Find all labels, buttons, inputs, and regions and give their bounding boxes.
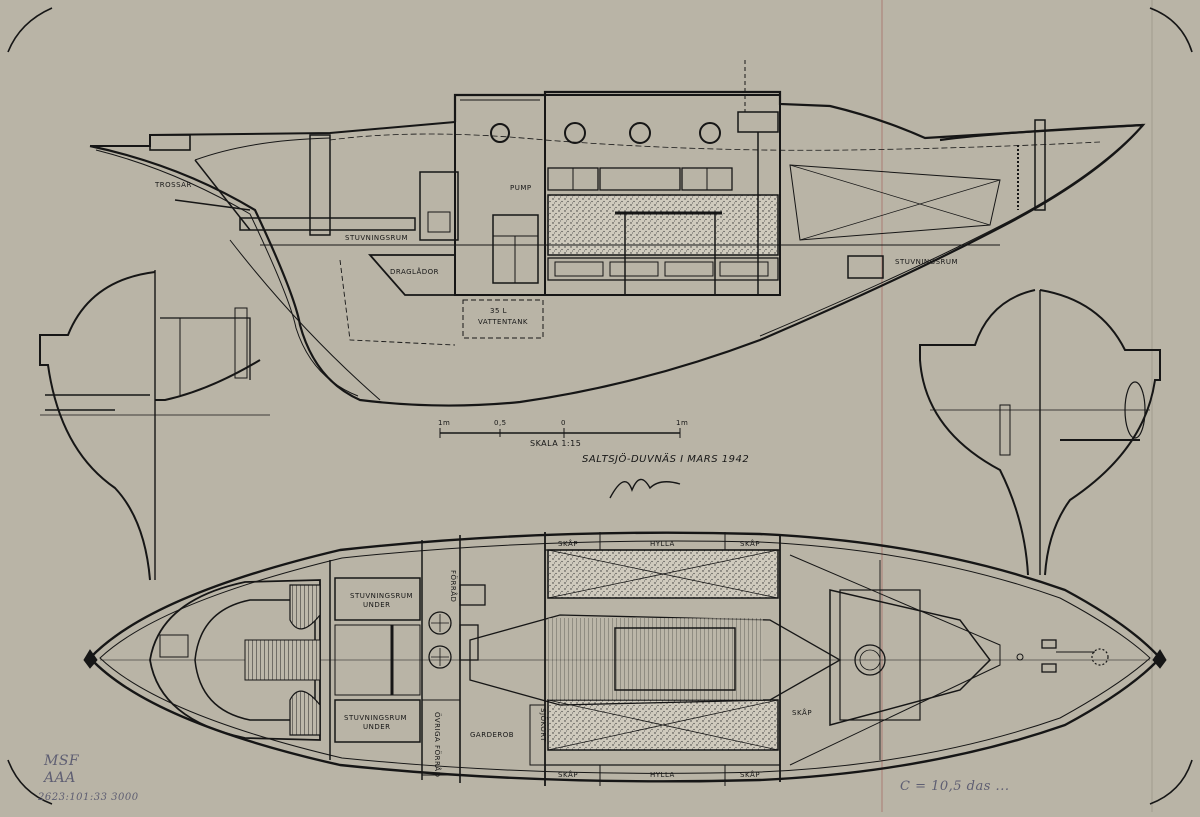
- corner-ornaments: [7, 7, 1193, 805]
- label-tank-volume: 35 L: [490, 307, 507, 315]
- label-stuvningsrum-under-bottom: STUVNINGSRUM: [344, 714, 407, 722]
- label-skap-top-left: SKÅP: [558, 539, 578, 548]
- label-skap-top-right: SKÅP: [740, 539, 760, 548]
- label-draglador: DRAGLÅDOR: [390, 267, 439, 276]
- scale-label-start: 1m: [438, 419, 450, 427]
- saloon-table-plan: [614, 627, 736, 691]
- label-skap-bottom-left: SKÅP: [558, 770, 578, 779]
- label-stuvningsrum-profile-1: STUVNINGSRUM: [345, 234, 408, 242]
- place-date: SALTSJÖ-DUVNÄS I MARS 1942: [582, 452, 749, 465]
- label-stuvningsrum-under-top: STUVNINGSRUM: [350, 592, 413, 600]
- porthole-profile-2: [564, 122, 586, 144]
- scale-label-end: 1m: [676, 419, 688, 427]
- porthole-profile-3: [629, 122, 651, 144]
- water-tank: [462, 299, 544, 339]
- scale-bar: [439, 428, 681, 438]
- label-vattentank: VATTENTANK: [478, 318, 528, 326]
- label-pump: PUMP: [510, 184, 532, 192]
- label-sjokort: SJÖKORT: [539, 708, 548, 742]
- signature-mark: [609, 478, 681, 499]
- hull-profile: [89, 123, 1146, 407]
- cockpit-bench-top: [289, 584, 321, 630]
- scale-label-zero: 0: [561, 419, 566, 427]
- label-under-top: UNDER: [363, 601, 391, 609]
- label-skap-fore: SKÅP: [792, 708, 812, 717]
- settee-profile: [547, 194, 779, 256]
- archive-stamp: MSF AAA 2623:101:33 3000: [37, 753, 139, 803]
- section-aft: [39, 270, 270, 581]
- pencil-note: C = 10,5 das ...: [900, 779, 1009, 794]
- label-skap-bottom-right: SKÅP: [740, 770, 760, 779]
- plan-view: [83, 531, 1167, 786]
- stamp-line2: AAA: [42, 770, 76, 786]
- porthole-profile-1: [490, 123, 510, 143]
- stove-burner-1: [428, 611, 452, 635]
- stamp-line1: MSF: [43, 753, 80, 769]
- label-trossar: TROSSAR: [154, 181, 192, 189]
- scale-label-mid: 0,5: [494, 419, 507, 427]
- label-hylla-bottom: HYLLA: [650, 771, 675, 779]
- stove-burner-2: [428, 645, 452, 669]
- section-fore: [919, 289, 1161, 576]
- label-hylla-top: HYLLA: [650, 540, 675, 548]
- scale-text: SKALA 1:15: [530, 439, 581, 448]
- label-ovriga-forrad: ÖVRIGA FÖRRÅD: [433, 712, 442, 777]
- hatch-plan: [854, 644, 886, 676]
- profile-view: [89, 60, 1146, 407]
- stamp-line3: 2623:101:33 3000: [37, 792, 139, 803]
- label-stuvningsrum-profile-2: STUVNINGSRUM: [895, 258, 958, 266]
- label-forrad: FÖRRÅD: [449, 570, 458, 602]
- cockpit-bench-bottom: [289, 690, 321, 736]
- label-under-bottom: UNDER: [363, 723, 391, 731]
- porthole-profile-4: [699, 122, 721, 144]
- cockpit-floor: [244, 639, 321, 681]
- label-garderob: GARDEROB: [470, 731, 514, 739]
